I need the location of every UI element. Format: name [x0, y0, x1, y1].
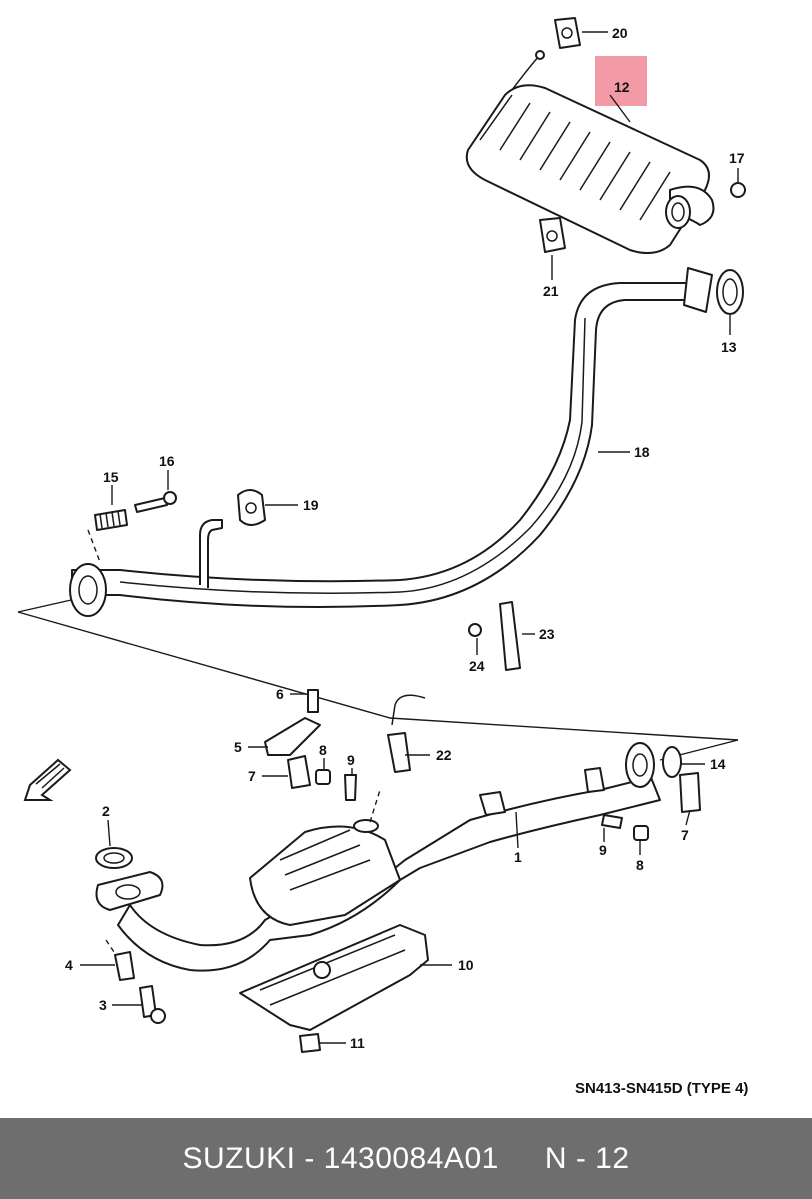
- callout-24: 24: [469, 658, 485, 674]
- gasket-13: [716, 269, 744, 315]
- callout-8-left: 8: [319, 742, 327, 758]
- oxygen-sensor-22: [387, 732, 411, 773]
- callout-11: 11: [350, 1035, 365, 1051]
- bushing-8-right: [633, 825, 649, 841]
- callout-20: 20: [612, 25, 628, 41]
- callout-22: 22: [436, 747, 452, 763]
- callout-16: 16: [159, 453, 175, 469]
- bushing-8-left: [315, 769, 331, 785]
- bolt-24: [468, 623, 482, 637]
- bolt-9-left: [344, 774, 357, 801]
- callout-12: 12: [614, 79, 630, 95]
- callout-1: 1: [514, 849, 522, 865]
- mount-rubber-21: [539, 217, 566, 253]
- front-direction-arrow-icon: [23, 758, 72, 801]
- footer-bar: SUZUKI - 1430084A01 N - 12: [0, 1118, 812, 1199]
- callout-7-right: 7: [681, 827, 689, 843]
- callout-9-left: 9: [347, 752, 355, 768]
- callout-15: 15: [103, 469, 119, 485]
- gasket-2: [95, 847, 133, 869]
- callout-10: 10: [458, 957, 474, 973]
- callout-18: 18: [634, 444, 650, 460]
- diagram-reference: N - 12: [544, 1141, 630, 1175]
- exhaust-system-diagram: 20 12 17 21 13 18 15 16 19 23 24 6 22 5 …: [17, 17, 748, 1097]
- oxygen-sensor-wire: [391, 694, 426, 726]
- callout-leaders: [80, 31, 739, 1044]
- brand-part-number: SUZUKI - 1430084A01: [182, 1141, 499, 1175]
- callout-9-right: 9: [599, 842, 607, 858]
- spring-15: [94, 509, 128, 531]
- callout-4: 4: [65, 957, 73, 973]
- callout-6: 6: [276, 686, 284, 702]
- assembly-lines: [87, 529, 381, 956]
- callout-8-right: 8: [636, 857, 644, 873]
- bracket-5: [264, 717, 321, 756]
- bolt-16: [134, 497, 168, 513]
- gasket-14: [662, 746, 682, 778]
- bolt-9-right: [601, 814, 623, 829]
- nut-17: [730, 182, 746, 198]
- callout-23: 23: [539, 626, 555, 642]
- stud-4: [114, 951, 135, 981]
- callout-17: 17: [729, 150, 745, 166]
- small-parts: [94, 17, 746, 1053]
- bolt-6: [307, 689, 319, 713]
- callout-19: 19: [303, 497, 319, 513]
- section-boundary: [17, 597, 739, 761]
- callout-14: 14: [710, 756, 726, 772]
- heat-shield-part-10[interactable]: [239, 924, 429, 1031]
- callout-5: 5: [234, 739, 242, 755]
- front-pipe-part-1[interactable]: [95, 742, 661, 972]
- nut-11: [299, 1033, 321, 1053]
- callout-3: 3: [99, 997, 107, 1013]
- mount-19: [237, 489, 266, 526]
- callout-7-left: 7: [248, 768, 256, 784]
- mount-7-left: [287, 755, 311, 789]
- callout-labels: 20 12 17 21 13 18 15 16 19 23 24 6 22 5 …: [65, 25, 745, 1051]
- mount-rubber-20: [554, 17, 581, 49]
- callout-13: 13: [721, 339, 737, 355]
- bracket-23: [499, 601, 521, 671]
- model-caption: SN413-SN415D (TYPE 4): [575, 1080, 748, 1097]
- mount-7-right: [679, 772, 701, 813]
- muffler-part-12[interactable]: [465, 50, 715, 255]
- callout-2: 2: [102, 803, 110, 819]
- exhaust-pipe-part-18[interactable]: [69, 267, 713, 617]
- muffler-highlight: [595, 56, 647, 106]
- callout-21: 21: [543, 283, 559, 299]
